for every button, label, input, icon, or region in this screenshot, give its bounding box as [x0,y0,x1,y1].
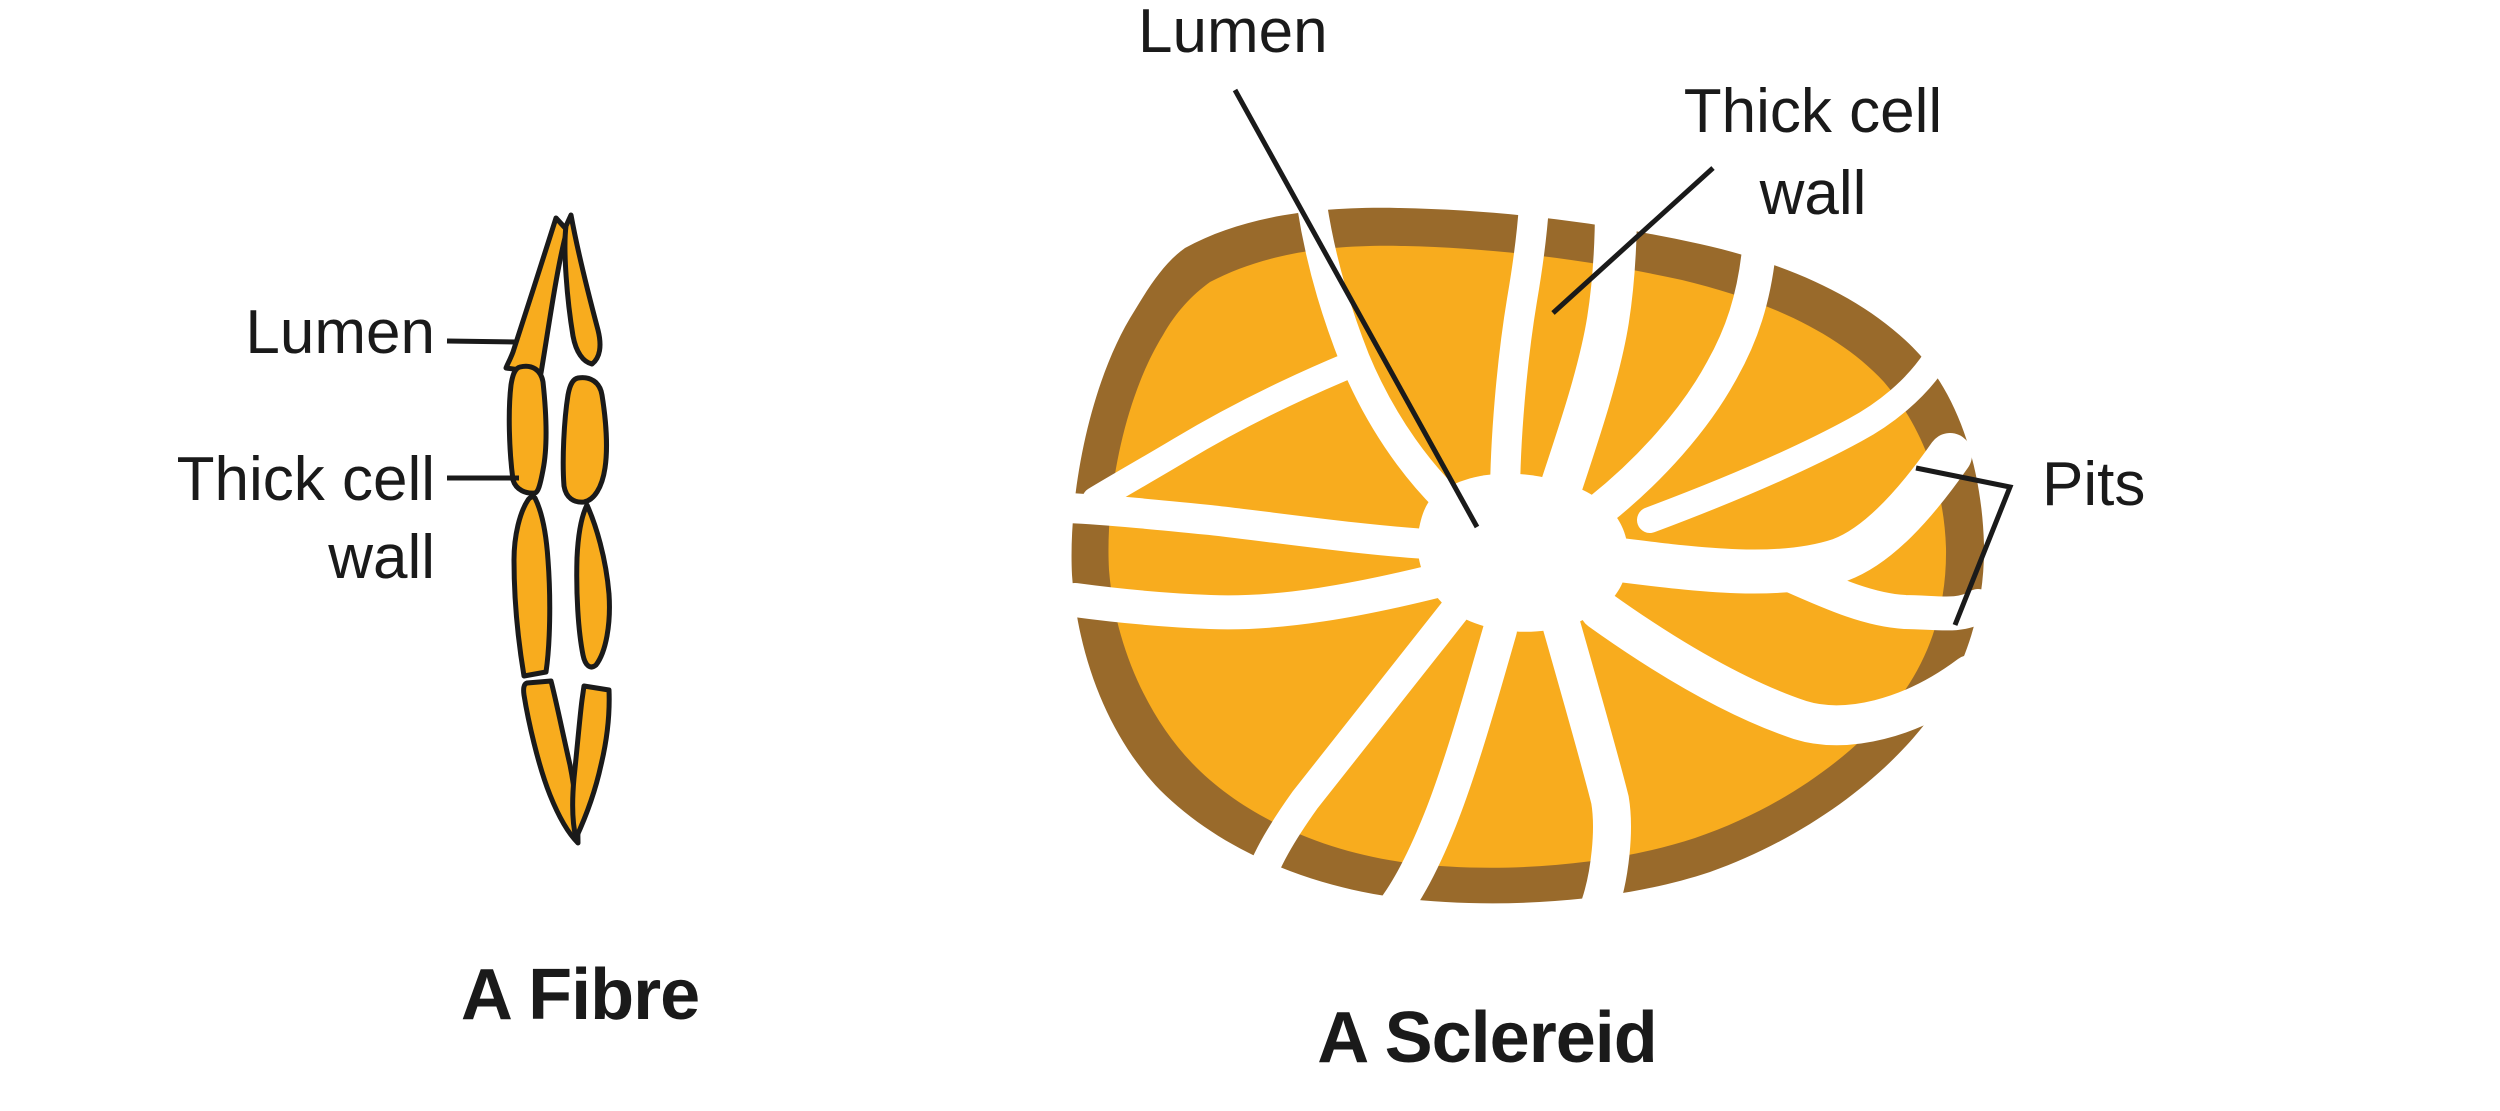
fibre-caption: A Fibre [460,955,700,1035]
pit-channel [1058,563,1457,630]
fibre-figure [446,212,612,846]
pit-channel [1053,493,1455,560]
pit-channel [1490,190,1549,515]
sclereid-pits-label: Pits [2042,450,2146,519]
sclereid-wall-leader-line [1551,166,1715,315]
fibre-thick-cell-wall-line2: wall [328,523,435,592]
fibre-cell [560,375,609,505]
pit-channel [1637,347,1948,533]
pit-channel [1082,352,1363,513]
pit-channel [1539,184,1637,511]
sclereid-pits-leader-line [1915,465,2014,626]
sclereid-lumen-label: Lumen [1138,0,1328,66]
pit-channel [1583,223,1777,527]
pit-channel [1580,590,1990,746]
sclereid-figure [1053,88,2014,927]
sclereid-lumen-leader-line [1232,88,1480,529]
fibre-thick-cell-wall-label: Thick cell wall [135,441,435,597]
fibre-cell [570,683,612,841]
fibre-lumen-leader-line [446,338,518,345]
fibre-cell [506,363,549,496]
fibre-cell [503,215,570,376]
pit-channel [1243,595,1470,900]
sclereid-caption: A Sclereid [1317,998,1658,1078]
fibre-cell [521,678,581,846]
fibre-cell [511,494,553,679]
pit-channel [1376,613,1517,927]
pit-channel [1773,558,1995,631]
sclereid-thick-cell-wall-line1: Thick cell [1683,77,1943,146]
sclereid-thick-cell-wall-label: Thick cell wall [1613,71,2013,235]
fibre-cell [574,502,612,670]
pit-channel [1541,601,1631,924]
fibre-lumen-label: Lumen [245,298,435,367]
sclereid-thick-cell-wall-line2: wall [1759,159,1867,228]
fibre-cell [562,212,603,367]
fibre-thick-cell-wall-line1: Thick cell [176,445,435,514]
pit-channel [1598,433,1972,594]
